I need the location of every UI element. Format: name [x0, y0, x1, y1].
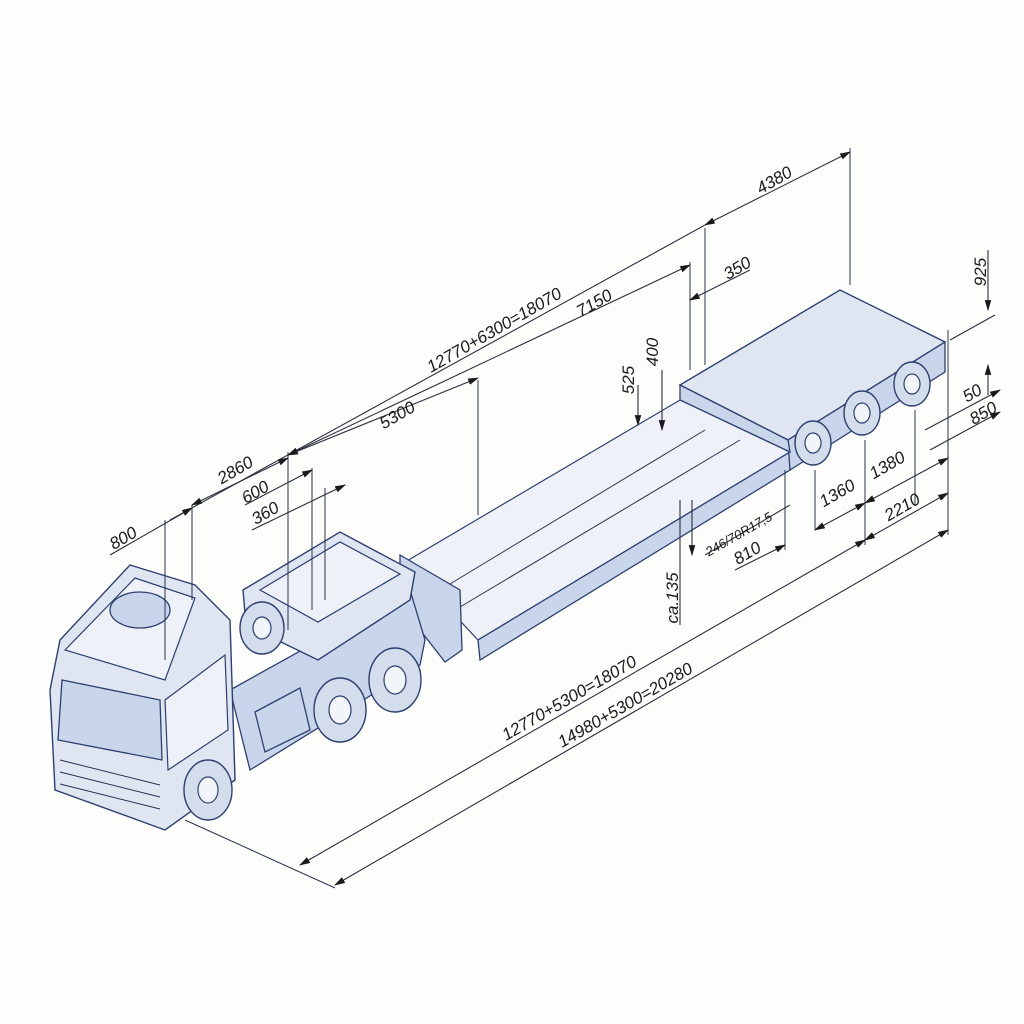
dim-925: 925 [971, 257, 990, 286]
dimension-lines [109, 151, 1001, 886]
dim-total-top: 12770+6300=18070 [424, 284, 566, 377]
dim-2210: 2210 [880, 489, 924, 525]
dim-525: 525 [619, 365, 638, 394]
cab-door [164, 653, 229, 772]
windscreen [57, 679, 163, 761]
dim-4380: 4380 [753, 162, 796, 198]
dim-ground-clearance: ca.135 [663, 572, 682, 624]
tractor-unit [49, 531, 426, 831]
dim-350: 350 [720, 253, 755, 284]
dim-7150: 7150 [573, 285, 616, 321]
dim-400: 400 [643, 337, 662, 366]
trailer-wheels [794, 361, 931, 466]
dimension-labels: 4380 350 925 12770+6300=18070 7150 400 5… [106, 162, 1001, 751]
lowbed-deck [404, 399, 792, 641]
dim-1380: 1380 [866, 447, 909, 483]
dim-800: 800 [106, 523, 141, 554]
dim-1360: 1360 [816, 475, 859, 511]
grille [59, 759, 161, 810]
